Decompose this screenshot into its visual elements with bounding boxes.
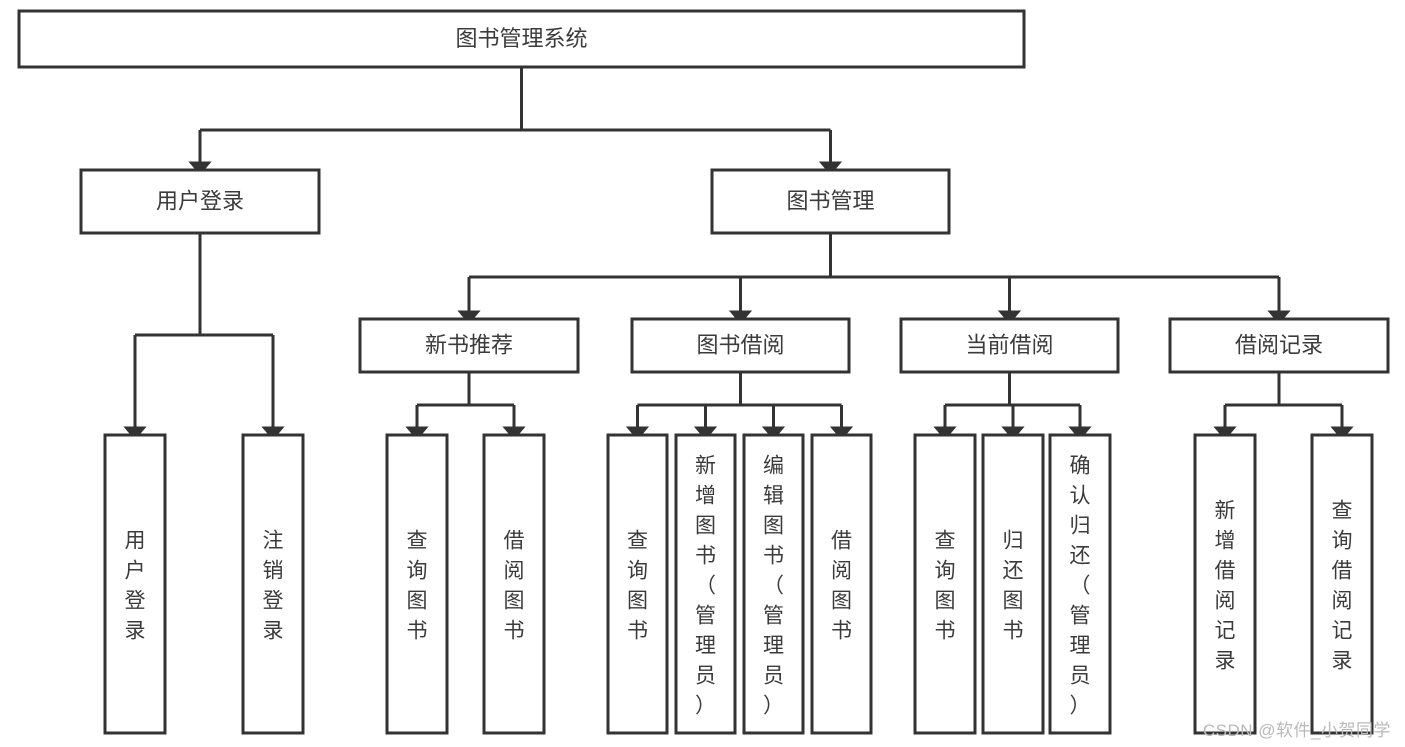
node-leaf-logout[interactable]: 注销登录	[241, 433, 305, 735]
node-box-leaf-confirm-return[interactable]	[1048, 433, 1112, 735]
node-label-leaf-confirm-return: 确认归还（管理员）	[1070, 454, 1091, 717]
node-leaf-user-login[interactable]: 用户登录	[103, 433, 167, 735]
node-box-leaf-add-book[interactable]	[674, 433, 737, 735]
node-label-leaf-query-record: 查询借阅记录	[1332, 499, 1353, 672]
node-leaf-borrow-book-2[interactable]: 借阅图书	[810, 433, 873, 735]
watermark-label: CSDN @软件_小贺同学	[1202, 721, 1391, 740]
node-box-leaf-user-login[interactable]	[103, 433, 167, 735]
edge-borrow-to-leaves	[625, 372, 854, 441]
node-box-borrow-record[interactable]	[1168, 317, 1390, 374]
node-label-current-borrow: 当前借阅	[965, 332, 1053, 357]
node-leaf-add-record[interactable]: 新增借阅记录	[1193, 433, 1257, 735]
node-label-leaf-logout: 注销登录	[263, 529, 284, 642]
node-label-borrow-record: 借阅记录	[1235, 332, 1323, 357]
edge-recommend-to-leaves	[405, 372, 526, 441]
node-leaf-query-book-3[interactable]: 查询图书	[913, 433, 977, 735]
edge-userlogin-to-leaves	[123, 233, 285, 441]
node-label-book-manage: 图书管理	[786, 188, 874, 213]
node-leaf-confirm-return[interactable]: 确认归还（管理员）	[1048, 433, 1112, 735]
node-box-leaf-borrow-book-1[interactable]	[482, 433, 546, 735]
node-root[interactable]: 图书管理系统	[17, 9, 1026, 69]
node-label-book-borrow: 图书借阅	[696, 332, 784, 357]
node-box-leaf-edit-book[interactable]	[742, 433, 805, 735]
node-label-root: 图书管理系统	[455, 26, 587, 51]
node-box-new-book-recommend[interactable]	[358, 317, 580, 374]
node-leaf-query-book-1[interactable]: 查询图书	[385, 433, 449, 735]
node-box-current-borrow[interactable]	[899, 317, 1120, 374]
node-label-leaf-query-book-3: 查询图书	[935, 529, 956, 642]
node-leaf-query-record[interactable]: 查询借阅记录	[1310, 433, 1374, 735]
node-box-leaf-query-book-1[interactable]	[385, 433, 449, 735]
node-label-leaf-return-book: 归还图书	[1003, 529, 1024, 642]
node-leaf-add-book[interactable]: 新增图书（管理员）	[674, 433, 737, 735]
node-leaf-query-book-2[interactable]: 查询图书	[606, 433, 669, 735]
node-box-leaf-add-record[interactable]	[1193, 433, 1257, 735]
node-label-leaf-add-record: 新增借阅记录	[1215, 499, 1236, 672]
node-box-leaf-query-book-3[interactable]	[913, 433, 977, 735]
node-label-leaf-query-book-1: 查询图书	[407, 529, 428, 642]
node-label-leaf-borrow-book-1: 借阅图书	[504, 529, 525, 642]
node-book-manage[interactable]: 图书管理	[710, 168, 951, 235]
node-leaf-edit-book[interactable]: 编辑图书（管理员）	[742, 433, 805, 735]
node-label-leaf-edit-book: 编辑图书（管理员）	[763, 454, 784, 717]
node-label-leaf-query-book-2: 查询图书	[627, 529, 648, 642]
node-current-borrow[interactable]: 当前借阅	[899, 317, 1120, 374]
node-box-leaf-return-book[interactable]	[981, 433, 1045, 735]
edge-root-to-level1	[188, 67, 843, 176]
node-box-root[interactable]	[17, 9, 1026, 69]
node-label-user-login: 用户登录	[156, 188, 244, 213]
node-box-user-login[interactable]	[79, 168, 321, 235]
node-box-book-borrow[interactable]	[630, 317, 851, 374]
node-label-leaf-add-book: 新增图书（管理员）	[695, 454, 716, 717]
node-box-leaf-query-record[interactable]	[1310, 433, 1374, 735]
node-box-leaf-logout[interactable]	[241, 433, 305, 735]
edges-layer	[123, 67, 1354, 441]
edge-bookmanage-to-level2	[457, 233, 1291, 325]
node-leaf-return-book[interactable]: 归还图书	[981, 433, 1045, 735]
node-leaf-borrow-book-1[interactable]: 借阅图书	[482, 433, 546, 735]
node-borrow-record[interactable]: 借阅记录	[1168, 317, 1390, 374]
node-label-leaf-user-login: 用户登录	[125, 529, 146, 642]
edge-record-to-leaves	[1213, 372, 1354, 441]
node-box-book-manage[interactable]	[710, 168, 951, 235]
node-user-login[interactable]: 用户登录	[79, 168, 321, 235]
node-new-book-recommend[interactable]: 新书推荐	[358, 317, 580, 374]
node-label-leaf-borrow-book-2: 借阅图书	[831, 529, 852, 642]
node-book-borrow[interactable]: 图书借阅	[630, 317, 851, 374]
nodes-layer: 图书管理系统用户登录图书管理新书推荐图书借阅当前借阅借阅记录用户登录注销登录查询…	[17, 9, 1390, 735]
edge-current-to-leaves	[933, 372, 1092, 441]
node-box-leaf-query-book-2[interactable]	[606, 433, 669, 735]
node-label-new-book-recommend: 新书推荐	[425, 332, 513, 357]
node-box-leaf-borrow-book-2[interactable]	[810, 433, 873, 735]
